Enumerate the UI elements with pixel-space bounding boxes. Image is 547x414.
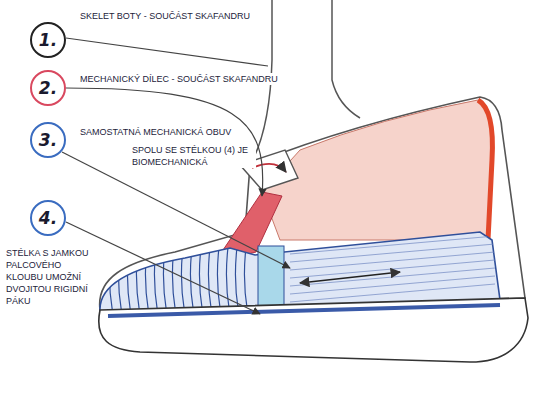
shoe-stripe	[136, 240, 141, 320]
shoe-stripe	[290, 252, 495, 270]
shoe-band	[258, 246, 284, 308]
callout-circle: 2.	[30, 70, 66, 106]
leader-line	[66, 38, 268, 66]
callout-label: STÉLKA S JAMKOU PALCOVÉHO KLOUBU UMOŽNÍ …	[4, 247, 96, 307]
leg-outline	[332, 0, 360, 118]
callout-number: 2.	[39, 78, 57, 98]
callout-label: SPOLU SE STÉLKOU (4) JE BIOMECHANICKÁ	[130, 144, 256, 168]
shoe-stripe	[109, 240, 114, 320]
mechanical-part-edge	[478, 100, 492, 240]
shoe-stripe	[290, 236, 495, 254]
callout-number: 4.	[39, 208, 57, 228]
shoe-stripe	[290, 276, 495, 294]
shoe-stripe	[290, 244, 495, 262]
mechanical-part	[262, 100, 492, 240]
insole	[108, 305, 500, 316]
callout-circle: 4.	[30, 200, 66, 236]
stretch-arrow	[300, 272, 400, 283]
tab-arrow	[252, 164, 286, 172]
leader-line	[66, 88, 263, 196]
shoe-stripe	[118, 240, 123, 320]
callout-label: SAMOSTATNÁ MECHANICKÁ OBUV	[78, 126, 233, 138]
callout-label: SKELET BOTY - SOUČÁST SKAFANDRU	[78, 10, 252, 22]
callout-label: MECHANICKÝ DÍLEC - SOUČÁST SKAFANDRU	[78, 73, 280, 85]
callout-circle: 3.	[30, 122, 66, 158]
leader-line	[62, 152, 290, 268]
shoe-stripe	[290, 268, 495, 286]
callout-number: 3.	[39, 130, 57, 150]
shoe-stripe	[290, 260, 495, 278]
callout-number: 1.	[39, 30, 57, 50]
shoe-sole	[99, 298, 528, 362]
callout-circle: 1.	[30, 22, 66, 58]
